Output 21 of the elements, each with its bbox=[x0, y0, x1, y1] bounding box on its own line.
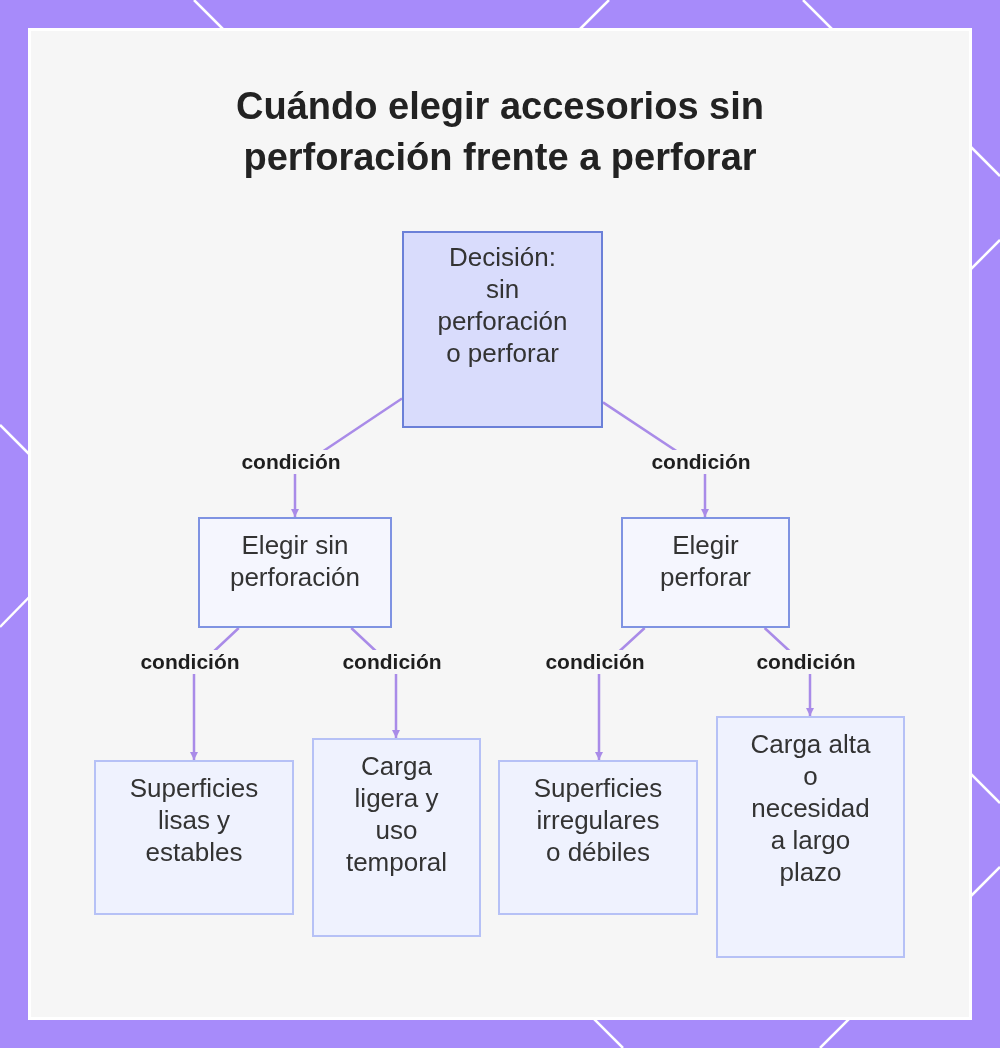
node-label: Elegir sin perforación bbox=[228, 529, 362, 593]
edge-label: condición bbox=[754, 650, 858, 674]
edge-label: condición bbox=[340, 650, 444, 674]
edge-label: condición bbox=[138, 650, 242, 674]
node-label: Superficies lisas y estables bbox=[128, 772, 260, 868]
node-label: Carga alta o necesidad a largo plazo bbox=[749, 728, 872, 888]
outcome-box bbox=[716, 716, 905, 958]
outcome-box bbox=[498, 760, 698, 915]
process-box bbox=[198, 517, 392, 628]
node-label: Decisión: sin perforación o perforar bbox=[436, 241, 569, 369]
outcome-box bbox=[312, 738, 481, 937]
node-label: Elegir perforar bbox=[658, 529, 752, 593]
decision-box bbox=[402, 231, 603, 428]
node-label: Carga ligera y uso temporal bbox=[344, 750, 449, 878]
edge-label: condición bbox=[543, 650, 647, 674]
edge-label: condición bbox=[649, 450, 753, 474]
edge-label: condición bbox=[239, 450, 343, 474]
node-label: Superficies irregulares o débiles bbox=[532, 772, 664, 868]
process-box bbox=[621, 517, 790, 628]
diagram-title: Cuándo elegir accesorios sin perforación frente a perforar bbox=[235, 84, 765, 180]
outcome-box bbox=[94, 760, 294, 915]
